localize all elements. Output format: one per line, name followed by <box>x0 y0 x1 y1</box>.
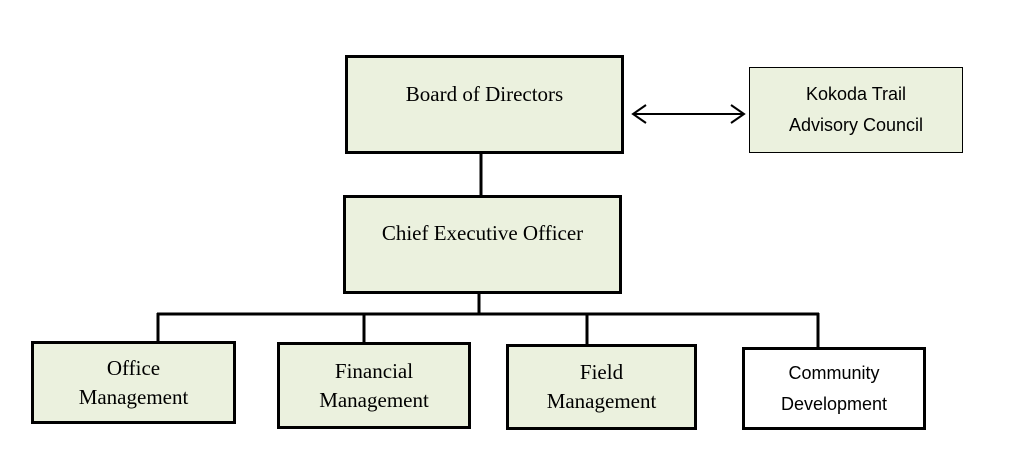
community-development-label-line-1: Community <box>788 362 880 383</box>
field-management-label-line-2: Management <box>546 389 657 413</box>
advisory-council-box: Kokoda Trail Advisory Council <box>749 67 963 153</box>
financial-management-label-line-2: Management <box>319 387 429 412</box>
field-management-label-line-1: Field <box>579 360 624 384</box>
advisory-council-label-line-1: Kokoda Trail <box>805 84 907 104</box>
community-development-label-line-2: Development <box>780 393 888 414</box>
board-of-directors-label: Board of Directors <box>405 82 564 106</box>
office-management-label-line-2: Management <box>78 384 189 409</box>
office-management-box: Office Management <box>31 341 236 424</box>
board-of-directors-box: Board of Directors <box>345 55 624 154</box>
board-advisory-double-arrow <box>631 104 746 124</box>
office-management-label-line-1: Office <box>106 355 161 380</box>
chief-executive-officer-label: Chief Executive Officer <box>381 221 584 245</box>
field-management-box: Field Management <box>506 344 697 430</box>
advisory-council-label-line-2: Advisory Council <box>788 115 924 135</box>
financial-management-label-line-1: Financial <box>334 358 414 383</box>
chief-executive-officer-box: Chief Executive Officer <box>343 195 622 294</box>
community-development-box: Community Development <box>742 347 926 430</box>
financial-management-box: Financial Management <box>277 342 471 429</box>
